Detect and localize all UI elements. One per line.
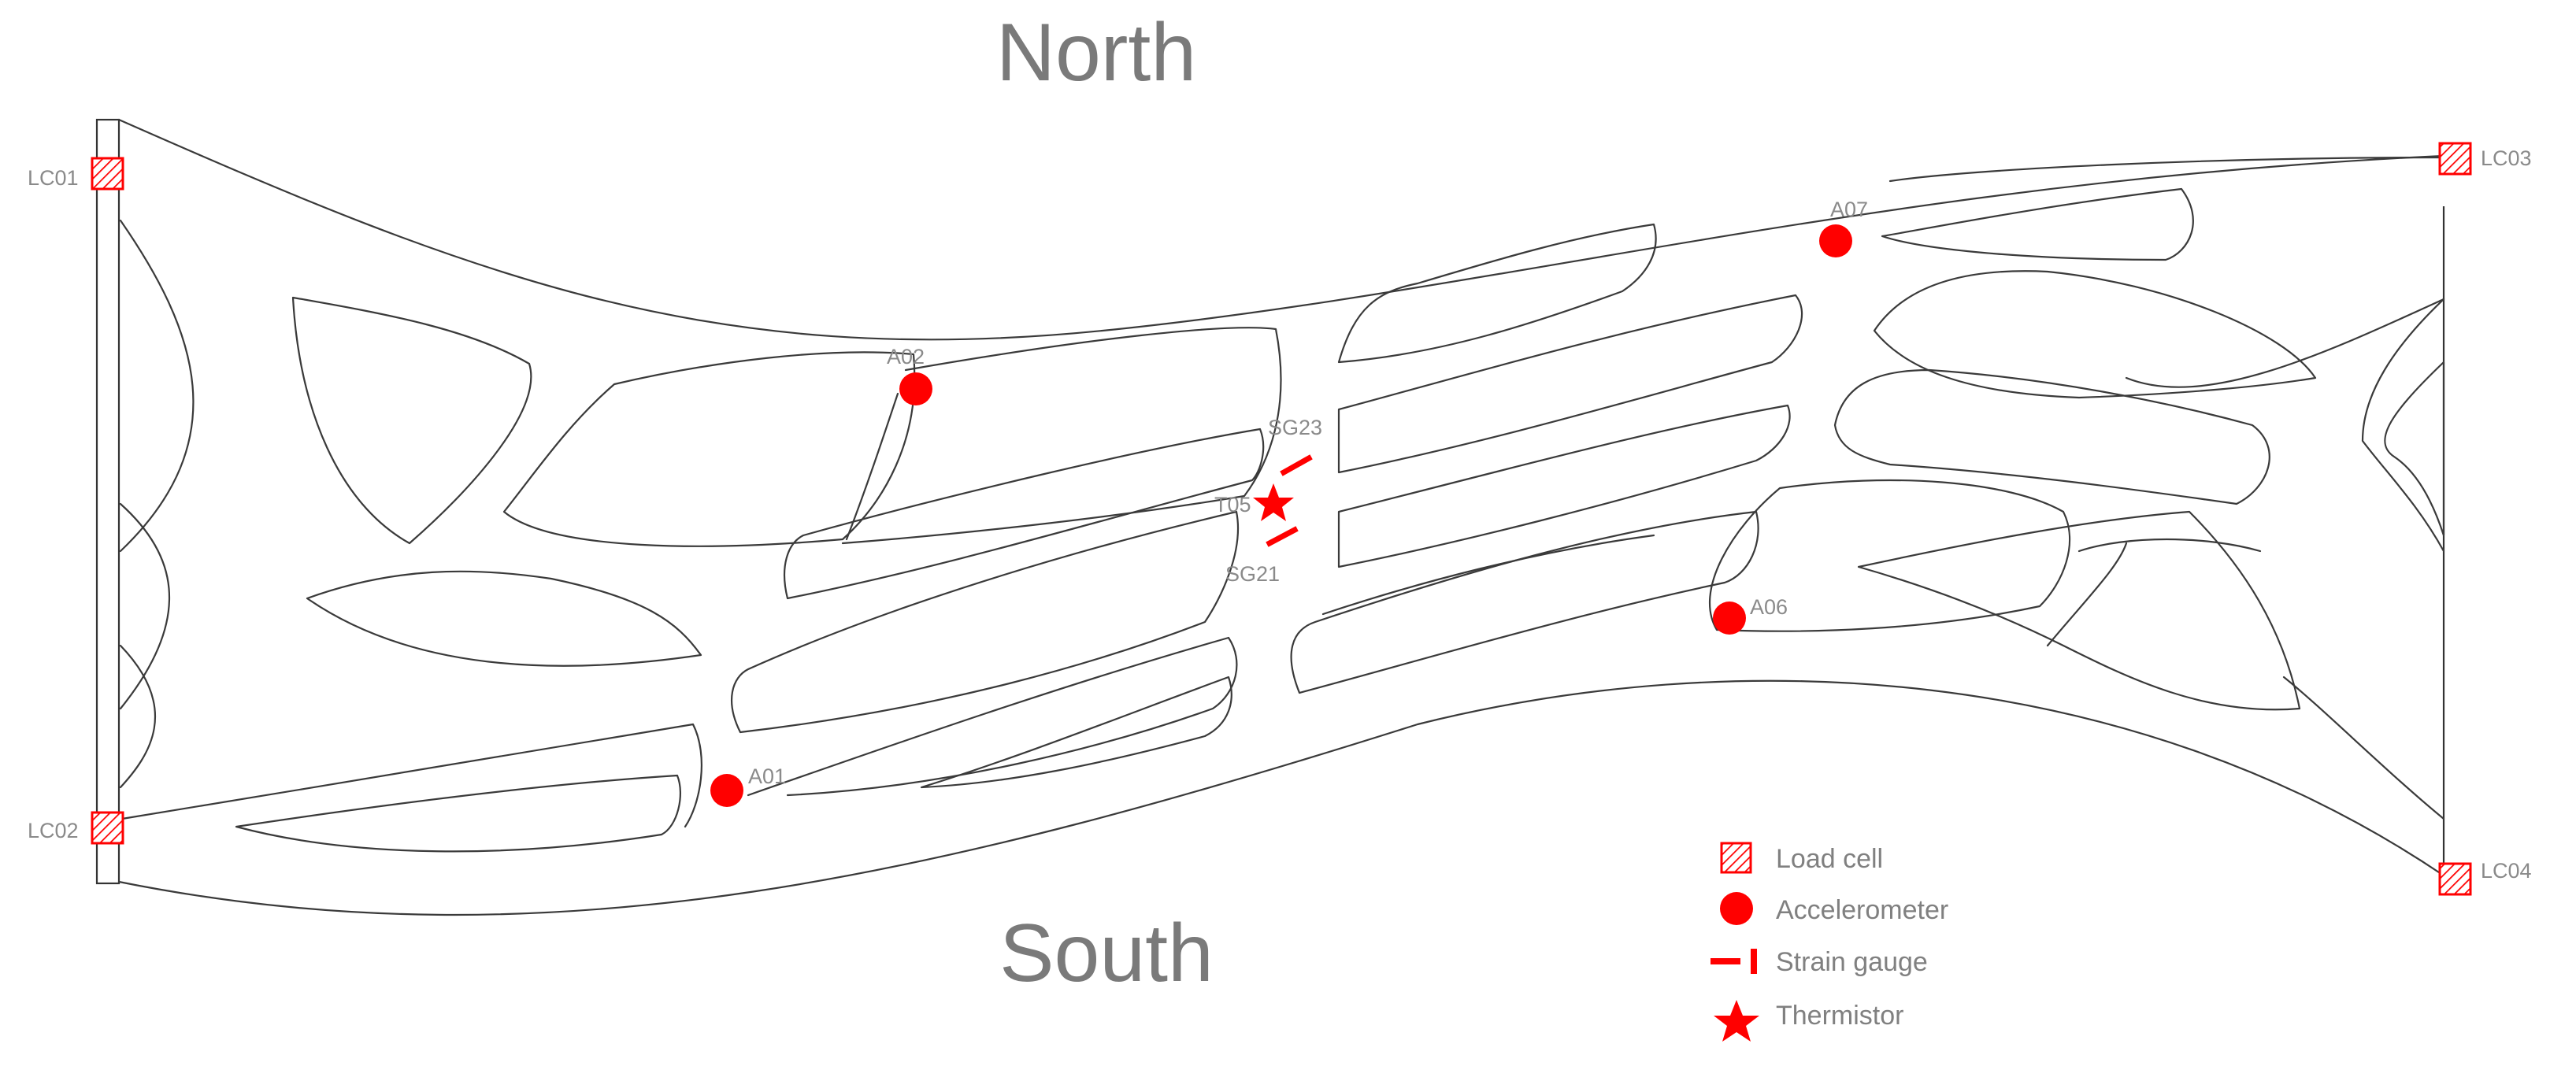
legend-strain-gauge-label: Strain gauge (1776, 947, 1928, 977)
strain-gauges: SG23 SG21 (1225, 416, 1322, 586)
accelerometers: A01 A02 A06 A07 (710, 198, 1868, 807)
structure-outline (117, 118, 2445, 916)
accelerometer-marker-a02 (899, 372, 932, 405)
legend-thermistor-label: Thermistor (1776, 1001, 1903, 1031)
accelerometer-marker-a07 (1819, 224, 1852, 257)
load-cell-label-lc01: LC01 (28, 166, 79, 190)
accelerometer-label-a01: A01 (748, 764, 786, 788)
lattice-holes (119, 156, 2445, 853)
strain-gauge-label-sg21: SG21 (1225, 562, 1280, 586)
thermistor-label-t05: T05 (1214, 493, 1251, 516)
load-cell-label-lc04: LC04 (2481, 859, 2532, 883)
strain-gauge-marker-sg21 (1266, 526, 1299, 547)
accelerometer-label-a02: A02 (887, 345, 925, 368)
west-support-bar (95, 118, 120, 885)
accelerometer-marker-a06 (1713, 602, 1746, 635)
south-label: South (999, 908, 1214, 999)
north-label: North (996, 7, 1196, 98)
load-cell-marker-lc01 (91, 157, 124, 191)
thermistor-marker-t05 (1253, 483, 1294, 521)
legend: Load cell Accelerometer Strain gauge The… (1711, 842, 1948, 1042)
accelerometer-label-a07: A07 (1830, 198, 1868, 221)
load-cell-label-lc03: LC03 (2481, 146, 2532, 170)
legend-load-cell-label: Load cell (1776, 844, 1883, 874)
legend-accelerometer-label: Accelerometer (1776, 895, 1948, 925)
legend-load-cell-swatch (1720, 842, 1752, 874)
strain-gauge-marker-sg23 (1280, 454, 1313, 476)
load-cell-marker-lc02 (91, 811, 124, 845)
legend-accelerometer-swatch (1720, 892, 1753, 925)
accelerometer-marker-a01 (710, 774, 743, 807)
load-cell-marker-lc03 (2438, 142, 2472, 176)
accelerometer-label-a06: A06 (1750, 595, 1788, 619)
strain-gauge-label-sg23: SG23 (1268, 416, 1322, 439)
load-cells: LC01 LC02 LC03 LC04 (28, 142, 2532, 896)
load-cell-marker-lc04 (2438, 862, 2472, 896)
load-cell-label-lc02: LC02 (28, 819, 79, 842)
thermistors: T05 (1214, 483, 1294, 521)
legend-thermistor-swatch (1714, 1000, 1759, 1042)
